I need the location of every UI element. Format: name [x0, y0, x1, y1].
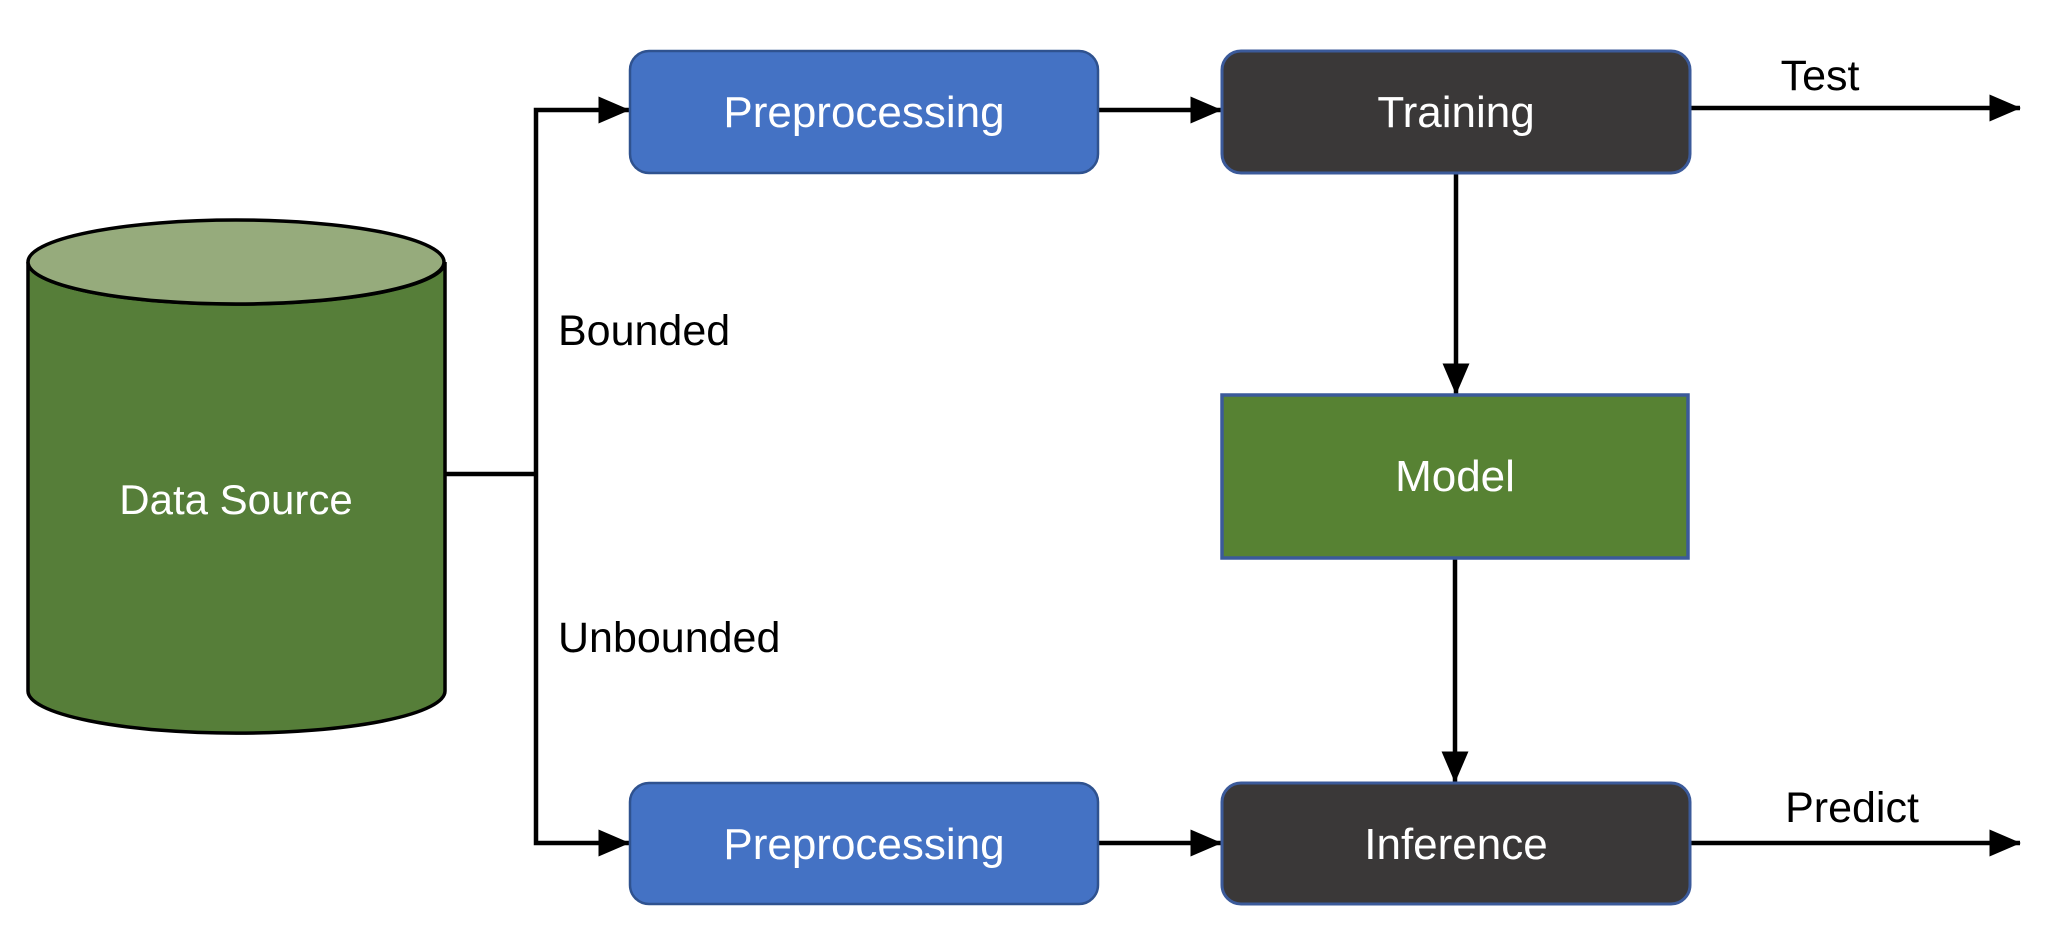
inference-box — [1220, 781, 1692, 906]
training-box — [1220, 49, 1692, 175]
preprocessing-bottom-node: Preprocessing — [628, 781, 1100, 906]
bounded-branch-arrow — [533, 96, 630, 474]
unbounded-label: Unbounded — [558, 614, 780, 662]
training-label: Training — [1377, 88, 1534, 137]
preprocessing-bottom-box — [628, 781, 1100, 906]
data-source-label: Data Source — [119, 476, 352, 523]
edges — [445, 94, 2021, 857]
bounded-label: Bounded — [558, 307, 730, 355]
inference-label: Inference — [1364, 820, 1547, 869]
preprocessing-bottom-label: Preprocessing — [723, 820, 1004, 869]
test-label: Test — [1781, 52, 1860, 100]
unbounded-branch-arrow — [533, 474, 630, 857]
model-label: Model — [1395, 452, 1515, 501]
preprocessing-top-label: Preprocessing — [723, 88, 1004, 137]
model-node: Model — [1220, 393, 1690, 560]
cylinder-top — [26, 218, 446, 306]
preprocessing-top-node: Preprocessing — [628, 49, 1100, 175]
training-node: Training — [1220, 49, 1692, 175]
predict-label: Predict — [1785, 784, 1919, 832]
model-box — [1220, 393, 1690, 560]
preprocessing-top-box — [628, 49, 1100, 175]
data-source-node: Data Source — [26, 218, 447, 735]
edge-annotations: Bounded Unbounded Test Predict — [558, 52, 1919, 832]
inference-node: Inference — [1220, 781, 1692, 906]
